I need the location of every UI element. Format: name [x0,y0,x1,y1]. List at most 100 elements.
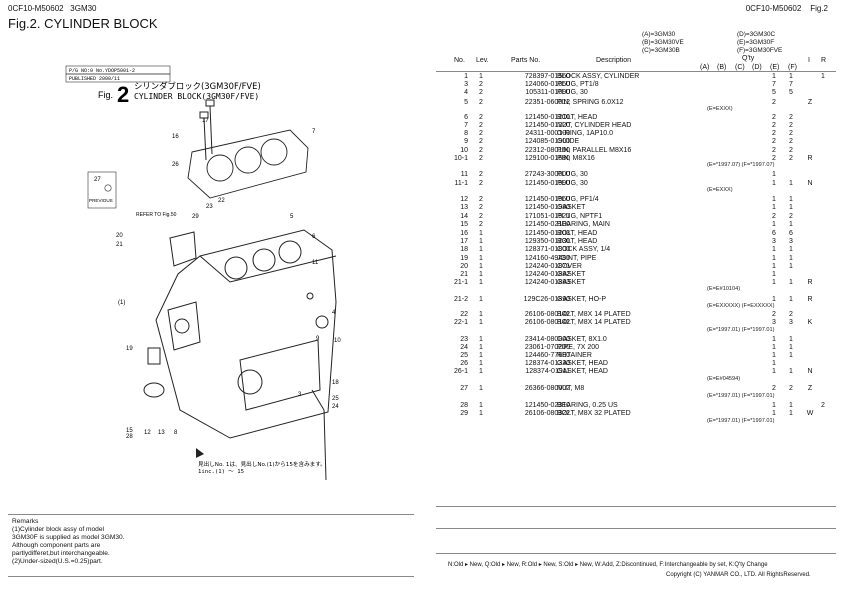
cell-desc: COCK ASSY, 1/4 [557,246,611,254]
cell-lev: 2 [479,122,483,130]
cell-lev: 1 [479,385,483,392]
cell-pn: 26366-080002 [524,385,570,392]
doc-code: 0CF10-M50602 [8,4,64,13]
cell-pn: 121450-01210 [524,114,570,122]
page-title: Fig.2. CYLINDER BLOCK [8,16,158,31]
cell-f: 2 [789,154,793,162]
cell-e: 1 [772,254,776,262]
cell-e: 1 [772,335,776,343]
cell-e: 1 [772,171,776,179]
cell-desc: GASKET, HEAD [557,360,608,368]
col-header-a: (A) [700,64,710,71]
col-header-no: No. [454,57,465,64]
cell-no: 21-1 [453,278,468,286]
col-header-c: (C) [735,64,745,71]
cell-pn: 121450-01220 [524,122,570,130]
cell-i: Z [807,98,813,106]
cell-pn: 24311-000100 [525,130,570,138]
callout-23: 23 [206,204,213,210]
cell-e: 2 [772,114,776,122]
pub-box [65,73,171,83]
cell-e: 1 [772,343,776,351]
cell-desc: BLOCK ASSY, CYLINDER [557,73,640,80]
fig-number: 2 [117,82,129,107]
cell-pn: 124060-01050 [524,81,570,89]
callout-9: 9 [316,336,320,342]
serial-note: (E=EXXX) [707,187,733,194]
model-key-item: (A)=3GM30 [642,31,676,38]
cell-i: R [807,154,813,162]
cell-e: 2 [772,212,776,220]
cell-desc: PIN, M8X16 [557,154,595,162]
cell-desc: BOLT, HEAD [557,238,598,246]
header-right: 0CF10-M50602 Fig.2 [746,4,828,13]
cell-no: 27 [460,385,468,392]
cell-f: 2 [789,385,793,392]
cell-i: Z [807,385,813,392]
divider [436,506,836,507]
cell-pn: 124240-01871 [524,262,570,270]
model-key-item: (F)=3GM30FVE [737,47,783,54]
cell-desc: NUT, CYLINDER HEAD [557,122,632,130]
cell-e: 2 [772,154,776,162]
cell-pn: 128374-01330 [524,360,570,368]
cell-pn: 121450-02310 [524,401,570,409]
col-header-i: I [808,57,810,64]
cylinder-block [155,229,337,439]
cell-desc: BOLT, HEAD [557,114,598,122]
cell-pn: 171051-01921 [524,212,570,220]
model-name: 3GM30 [70,4,97,13]
cell-no: 17 [460,238,468,246]
footnote-jp: 見出しNo. 1は、見出しNo.(1)から15を含みます。 [198,460,326,468]
refer-note: REFER TO Fig.50 [136,212,177,218]
cell-pn: 22351-060012 [524,98,570,106]
cell-pn: 124160-49480 [524,254,570,262]
cell-r: 2 [821,401,825,409]
cell-f: 2 [789,122,793,130]
cell-e: 2 [772,122,776,130]
cell-desc: PLUG, 30 [557,89,588,97]
cell-pn: 121450-01203 [524,230,570,238]
cell-lev: 2 [479,130,483,138]
cell-lev: 1 [479,310,483,318]
cell-desc: BEARING, 0.25 US [557,401,618,409]
cell-f: 3 [789,319,793,326]
cell-desc: O-RING, 1AP10.0 [557,130,614,138]
divider [8,514,414,515]
cell-lev: 2 [479,212,483,220]
cell-e: 7 [772,81,776,89]
cell-no: 10 [460,146,468,154]
cell-i: R [807,295,813,303]
cell-f: 1 [789,409,793,417]
cell-desc: PLUG, NPTF1 [557,212,603,220]
cell-f: 3 [789,238,793,246]
cell-f: 1 [789,278,793,286]
cell-no: 3 [464,81,468,89]
model-key-col1: (A)=3GM30 (B)=3GM30VE (C)=3GM30B [642,31,684,55]
cell-e: 2 [772,385,776,392]
cell-pn: 121450-01960 [524,196,570,204]
callout-22: 22 [218,198,225,204]
cell-pn: 129100-01580 [524,154,570,162]
previous-num: 27 [94,177,101,183]
cell-e: 1 [772,270,776,278]
cell-e: 2 [772,146,776,154]
cell-pn: 124460-77680 [524,352,570,359]
cell-no: 9 [464,138,468,146]
callout-3: 3 [298,392,302,398]
cell-no: 10-1 [453,154,468,162]
callout-24: 24 [332,404,339,410]
cell-e: 1 [772,368,776,376]
cell-f: 1 [789,262,793,270]
cell-desc: GASKET [557,270,586,278]
cell-no: 11-1 [454,179,469,187]
cell-lev: 2 [479,154,483,162]
cell-lev: 2 [479,81,483,89]
